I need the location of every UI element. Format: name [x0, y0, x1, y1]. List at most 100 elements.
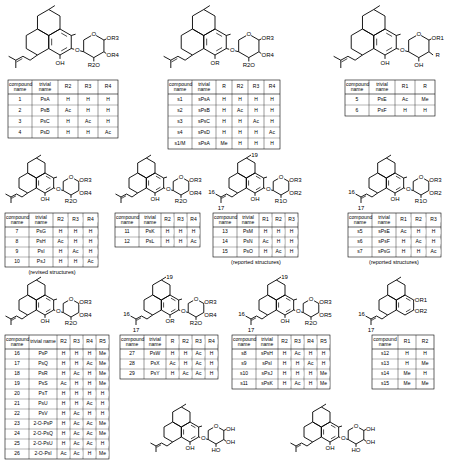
atom-label: O — [68, 174, 74, 180]
atom-label: R1O — [274, 197, 287, 203]
bond-line — [191, 425, 195, 428]
bond-line — [251, 319, 252, 325]
table-cell: H — [59, 119, 77, 124]
atom-label: R2O — [64, 197, 77, 203]
table-cell: Ac — [180, 371, 191, 376]
bond-line — [372, 318, 377, 321]
table-cell: R2 — [180, 339, 191, 344]
bond-line — [8, 94, 118, 95]
bond-line — [199, 426, 202, 427]
table-cell: 24 — [6, 431, 28, 436]
table-cell: 22 — [6, 411, 28, 416]
bond-line — [213, 237, 298, 238]
table-cell: Ac — [59, 108, 77, 113]
bond-line — [8, 116, 118, 117]
table-grid — [115, 213, 200, 247]
bond-line — [84, 34, 104, 57]
atom-label: R1O — [414, 197, 427, 203]
bond-line — [206, 39, 207, 46]
table-cell: H — [399, 361, 415, 366]
bond-line — [46, 187, 50, 190]
table-cell: Ac — [397, 229, 410, 234]
table-cell: Me — [318, 371, 329, 376]
table-cell: H — [217, 130, 231, 135]
bond-line — [49, 6, 55, 10]
table-cell: H — [97, 391, 108, 396]
atom-label: OR4 — [106, 52, 119, 58]
atom-label: 16 — [348, 188, 356, 194]
atom-label: OR3 — [79, 299, 92, 305]
table-cell: Ac — [54, 239, 67, 244]
bond-line — [181, 29, 204, 55]
bond-line — [49, 29, 72, 55]
table-cell: compound name — [121, 337, 143, 348]
table-cell: 2 — [9, 108, 31, 113]
table-cell: H — [286, 239, 297, 244]
bond-line — [232, 80, 233, 149]
atom-label: OH — [226, 426, 236, 432]
table-cell: H — [417, 371, 433, 376]
table-cell: Me — [417, 361, 433, 366]
table-cell: 20 — [6, 391, 28, 396]
atom-label: OR4 — [204, 312, 217, 318]
bond-line — [396, 34, 400, 35]
atom-label: OH — [325, 445, 335, 451]
table-cell: trivial name — [193, 82, 215, 93]
table-cell: s11 — [233, 381, 255, 386]
bond-line — [164, 177, 167, 178]
atom-label: R2O — [242, 62, 255, 68]
table-cell: compound name — [346, 82, 368, 93]
table-cell: Me — [217, 141, 231, 146]
table-cell: Ac — [193, 351, 204, 356]
table-cell: Ac — [84, 421, 95, 426]
table-cell: H — [175, 239, 186, 244]
bond-line — [204, 29, 227, 55]
table-cell: H — [162, 229, 173, 234]
bond-line — [5, 439, 109, 440]
table-cell: 14 — [214, 239, 236, 244]
bond-line — [385, 55, 386, 59]
bond-line — [156, 446, 157, 452]
table-cell: R2 — [58, 339, 69, 344]
bond-line — [222, 196, 227, 199]
bond-line — [334, 55, 363, 60]
table-cell: R2 — [233, 84, 247, 89]
bond-line — [131, 315, 153, 319]
bond-line — [386, 155, 391, 158]
bond-line — [6, 193, 28, 197]
table-cell: sPsF — [373, 239, 395, 244]
table-cell: H — [318, 351, 329, 356]
table-grid — [5, 213, 98, 267]
table-cell: trivial name — [145, 337, 165, 348]
table-cell: PsI — [30, 249, 52, 254]
table-cell: Ac — [71, 421, 82, 426]
bond-line — [28, 158, 45, 178]
table-cell: sPsJ — [257, 371, 277, 376]
table-cell: compound name — [116, 215, 138, 226]
bond-line — [16, 59, 22, 62]
table-cell: H — [416, 108, 434, 113]
table-cell: compound name — [233, 337, 255, 348]
table-cell: Me — [399, 381, 415, 386]
table-cell: H — [58, 441, 69, 446]
table-cell: R1 — [397, 217, 410, 222]
atom-label: O — [68, 296, 74, 302]
bond-line — [256, 187, 260, 190]
table-cell: 7 — [6, 229, 28, 234]
table-grid — [232, 335, 330, 389]
bond-line — [374, 29, 397, 55]
table-cell: 27 — [121, 351, 143, 356]
bond-line — [286, 309, 290, 312]
bond-line — [5, 409, 109, 410]
table-cell: PsR — [30, 371, 56, 376]
bond-line — [356, 193, 378, 197]
bond-line — [26, 29, 49, 55]
table-cell: H — [71, 361, 82, 366]
bond-line — [340, 60, 341, 68]
table-cell: sPsI — [257, 361, 277, 366]
bond-line — [396, 176, 400, 179]
atom-label: OR2 — [414, 307, 427, 313]
table-cell: Me — [416, 97, 434, 102]
atom-label: R2O — [87, 62, 100, 68]
atom-label: OR4 — [79, 190, 92, 196]
